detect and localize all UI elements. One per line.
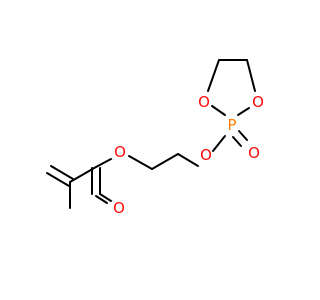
bond-ethylene — [151, 153, 179, 170]
bond-vinyl-double-2 — [50, 165, 74, 180]
bond-layer — [46, 59, 256, 209]
oxygen-atom-ring-right: O — [252, 93, 264, 111]
oxygen-atom-ring-left: O — [198, 93, 210, 111]
oxygen-atom-ester: O — [114, 143, 126, 161]
bond-carbonyl-double-3 — [99, 193, 112, 202]
bond-ester-och2 — [128, 155, 153, 170]
bond-oether-p — [212, 135, 226, 152]
bond-ester-co — [95, 158, 112, 168]
phosphorus-atom: P — [227, 116, 236, 134]
bond-phosphoryl-2 — [238, 130, 248, 141]
bond-carbonyl-double-4 — [95, 195, 108, 204]
bond-ring-c-oright — [246, 59, 256, 92]
atom-layer: O O O P O O O — [113, 93, 264, 217]
structure-svg: O O O P O O O — [46, 59, 264, 217]
bond-ch2-oether — [177, 153, 199, 167]
oxygen-atom-phosphoryl: O — [248, 144, 260, 162]
bond-ring-p-oright — [237, 107, 250, 116]
oxygen-atom-carbonyl: O — [113, 199, 125, 217]
molecule-diagram: O O O P O O O — [46, 59, 264, 217]
oxygen-atom-ether-link: O — [200, 146, 212, 164]
bond-vinyl-double-1 — [46, 172, 70, 187]
bond-phosphoryl-1 — [232, 136, 242, 147]
bond-ring-p-oleft — [211, 105, 226, 116]
bond-ring-oleft-c — [207, 59, 220, 92]
